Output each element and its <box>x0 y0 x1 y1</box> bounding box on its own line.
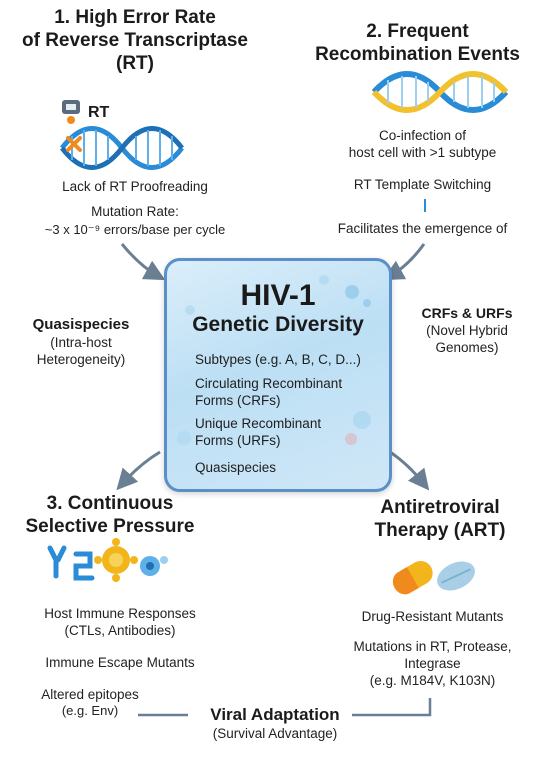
crfs-urfs-side-label: CRFs & URFs (Novel Hybrid Genomes) <box>392 304 542 356</box>
viral-adaptation: Viral Adaptation (Survival Advantage) <box>175 704 375 742</box>
quasispecies-side-line3: Heterogeneity) <box>36 352 126 367</box>
center-item-subtypes: Subtypes (e.g. A, B, C, D...) <box>195 352 361 367</box>
center-diversity-box: HIV-1 Genetic Diversity Subtypes (e.g. A… <box>164 258 392 492</box>
arrow-center-to-section3 <box>116 450 161 491</box>
center-item-urfs: Unique Recombinant Forms (URFs) <box>195 415 385 449</box>
receptor-icon <box>73 551 95 581</box>
center-subtitle: Genetic Diversity <box>192 313 364 336</box>
center-title: HIV-1 <box>240 279 316 312</box>
viral-adaptation-subtitle: (Survival Advantage) <box>212 726 338 741</box>
coinfection-line2: host cell with >1 subtype <box>348 145 497 160</box>
coinfection-text: Co-infection of host cell with >1 subtyp… <box>300 127 545 161</box>
error-x-icon <box>66 136 82 152</box>
section4-title-line1: Antiretroviral <box>380 497 500 518</box>
host-immune-line1: Host Immune Responses <box>44 606 196 621</box>
center-item-quasispecies: Quasispecies <box>195 460 277 475</box>
arrow-center-to-section4 <box>389 450 430 491</box>
drug-resistant-text: Drug-Resistant Mutants <box>361 609 504 624</box>
arrow-section1-to-center <box>120 243 166 281</box>
dna-helix-icon <box>60 126 184 170</box>
quasispecies-side-label: Quasispecies (Intra-host Heterogeneity) <box>6 316 156 368</box>
proofreading-text: Lack of RT Proofreading <box>62 179 208 194</box>
section2-title-line1: 2. Frequent <box>366 21 469 42</box>
host-immune-line2: (CTLs, Antibodies) <box>64 623 176 638</box>
section2-title-line2: Recombination Events <box>315 44 520 65</box>
section4-title-line2: Therapy (ART) <box>374 520 506 541</box>
coinfection-line1: Co-infection of <box>378 128 467 143</box>
center-item-urfs-line1: Unique Recombinant <box>195 416 322 431</box>
antibody-icon <box>47 545 67 579</box>
quasispecies-side-line2: (Intra-host <box>50 335 112 350</box>
center-item-crfs-line2: Forms (CRFs) <box>195 393 281 408</box>
rt-enzyme-icon <box>62 100 80 124</box>
center-item-crfs-line1: Circulating Recombinant <box>195 376 343 391</box>
virus-icon <box>140 556 168 576</box>
crfs-urfs-side-line3: Genomes) <box>435 340 499 355</box>
section2-title: 2. Frequent Recombination Events <box>290 20 545 66</box>
section3-title-line2: Selective Pressure <box>25 516 195 537</box>
recombination-dna-icon <box>371 71 509 113</box>
center-item-urfs-line2: Forms (URFs) <box>195 433 281 448</box>
mutations-line2: Integrase <box>404 656 461 671</box>
section1-title-line2: of Reverse Transcriptase <box>21 30 248 51</box>
altered-epitopes-line2: (e.g. Env) <box>61 703 119 718</box>
immune-escape-text: Immune Escape Mutants <box>45 655 195 670</box>
mutations-text: Mutations in RT, Protease, Integrase (e.… <box>320 638 545 689</box>
section3-title: 3. Continuous Selective Pressure <box>10 492 210 538</box>
rt-label: RT <box>88 104 110 121</box>
facilitates-text: Facilitates the emergence of <box>337 221 508 236</box>
mutations-line1: Mutations in RT, Protease, <box>353 639 512 654</box>
section1-title-line1: 1. High Error Rate <box>54 7 216 28</box>
altered-epitopes-line1: Altered epitopes <box>41 687 139 702</box>
pill-icon <box>392 561 475 595</box>
crfs-urfs-side-title: CRFs & URFs <box>421 305 513 321</box>
section3-title-line1: 3. Continuous <box>46 493 174 514</box>
template-switching-text: RT Template Switching <box>353 177 492 192</box>
mutations-line3: (e.g. M184V, K103N) <box>369 673 496 688</box>
section1-title: 1. High Error Rate of Reverse Transcript… <box>10 6 260 75</box>
quasispecies-side-title: Quasispecies <box>32 316 130 333</box>
immune-cell-icon <box>94 538 138 582</box>
host-immune-text: Host Immune Responses (CTLs, Antibodies) <box>10 605 230 639</box>
viral-adaptation-title: Viral Adaptation <box>210 705 340 724</box>
connector-right-bottom <box>352 698 432 717</box>
altered-epitopes-text: Altered epitopes (e.g. Env) <box>0 686 180 719</box>
arrow-section2-to-center <box>382 243 426 281</box>
section1-title-line3: (RT) <box>116 53 154 74</box>
crfs-urfs-side-line2: (Novel Hybrid <box>426 323 508 338</box>
center-item-crfs: Circulating Recombinant Forms (CRFs) <box>195 375 385 409</box>
mutation-rate-label: Mutation Rate: <box>91 204 179 219</box>
mutation-rate-value: ~3 x 10⁻⁹ errors/base per cycle <box>44 222 226 237</box>
section4-title: Antiretroviral Therapy (ART) <box>340 496 540 542</box>
